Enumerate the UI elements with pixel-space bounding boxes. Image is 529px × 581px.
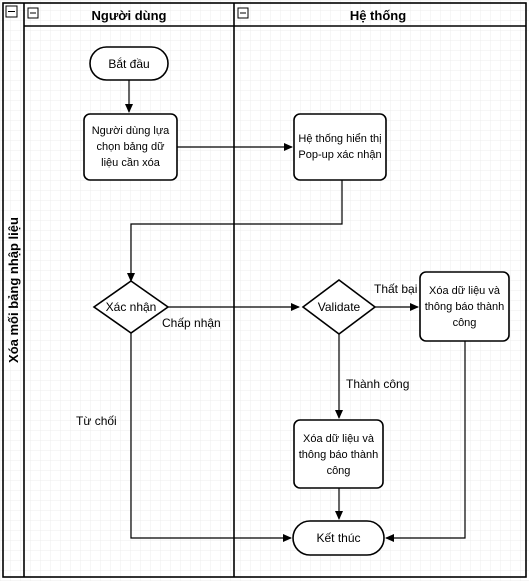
edge-label-accept: Chấp nhận [162, 316, 221, 330]
delete-fail-line-1: Xóa dữ liệu và [429, 285, 501, 297]
edge-reject-to-end [130, 333, 292, 542]
start-node[interactable]: Bắt đầu [89, 46, 169, 81]
delete-success-line-3: công [327, 465, 351, 477]
delete-success-line-1: Xóa dữ liệu và [303, 433, 375, 445]
validate-decision[interactable]: Validate [301, 279, 377, 335]
lane-headers: Người dùng Hệ thống [24, 3, 526, 577]
delete-fail-line-2: thông báo thành [425, 301, 505, 313]
delete-fail-line-3: công [453, 317, 477, 329]
edge-label-failed: Thất bại [374, 282, 417, 296]
validate-decision-label: Validate [318, 300, 361, 314]
delete-success-line-2: thông báo thành [299, 449, 379, 461]
delete-success-node[interactable]: Xóa dữ liệu và thông báo thành công [293, 419, 384, 489]
start-node-label: Bắt đầu [108, 56, 149, 71]
edges [125, 80, 466, 542]
delete-fail-node[interactable]: Xóa dữ liệu và thông báo thành công [419, 271, 510, 342]
system-popup-line-1: Hệ thống hiển thị [298, 133, 381, 145]
user-select-node[interactable]: Người dùng lựa chọn bảng dữ liệu cần xóa [83, 113, 178, 181]
lane-system-label: Hệ thống [350, 8, 406, 23]
nodes: Bắt đầu Người dùng lựa chọn bảng dữ liệu… [83, 46, 510, 556]
edge-fail-to-end [385, 341, 466, 542]
pool-title: Xóa mối bảng nhập liệu [6, 217, 21, 363]
edge-label-success: Thành công [346, 377, 409, 391]
edge-labels: Chấp nhận Từ chối Thất bại Thành công [76, 282, 417, 428]
end-node[interactable]: Kết thúc [292, 520, 385, 556]
confirm-decision[interactable]: Xác nhận [92, 280, 170, 334]
system-popup-line-2: Pop-up xác nhận [298, 149, 381, 161]
edge-label-reject: Từ chối [76, 414, 117, 428]
end-node-label: Kết thúc [316, 531, 360, 545]
user-select-line-2: chọn bảng dữ [97, 141, 166, 153]
user-select-line-3: liệu cần xóa [101, 157, 161, 169]
edge-popup-to-confirm [127, 180, 343, 282]
system-popup-node[interactable]: Hệ thống hiển thị Pop-up xác nhận [293, 113, 387, 181]
user-select-line-1: Người dùng lựa [92, 125, 170, 137]
confirm-decision-label: Xác nhận [106, 300, 157, 314]
lane-user-label: Người dùng [92, 8, 167, 23]
